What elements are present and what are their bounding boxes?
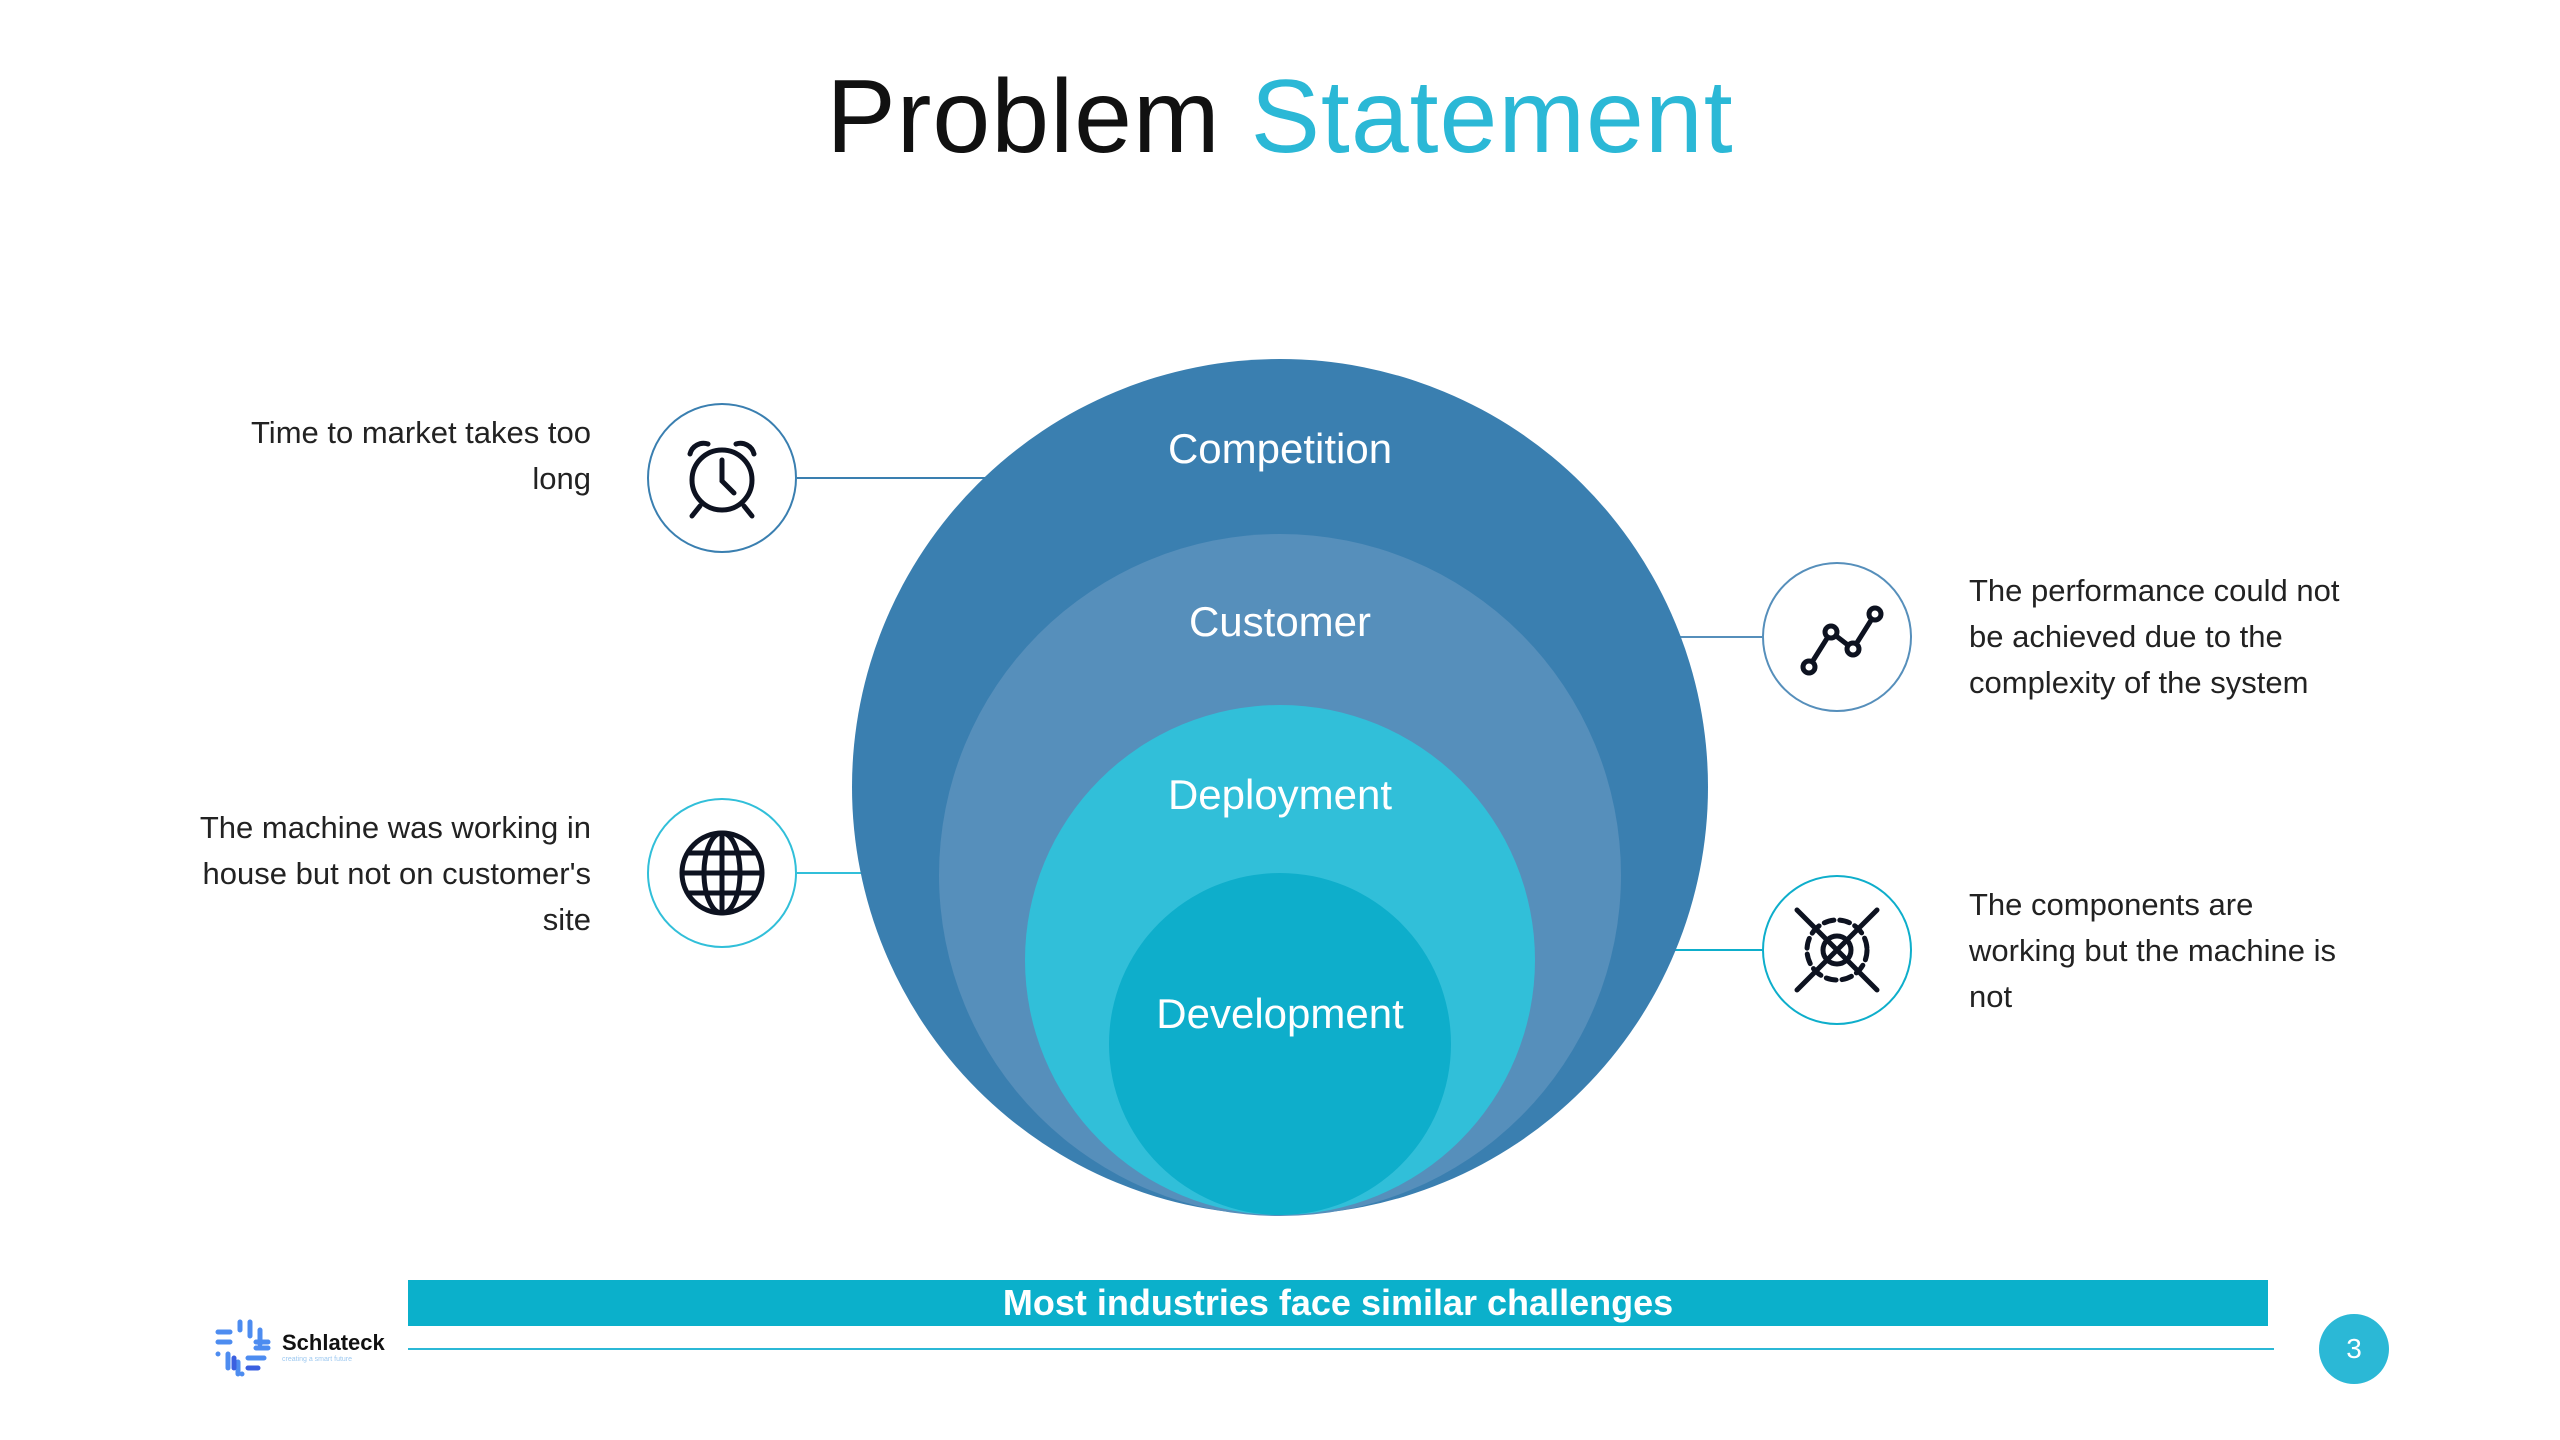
title-part2: Statement — [1250, 59, 1734, 175]
line-chart-icon — [1762, 562, 1912, 712]
logo-name: Schlateck — [282, 1330, 385, 1355]
layer-label-customer: Customer — [1188, 598, 1372, 645]
gear-crossed-icon — [1762, 875, 1912, 1025]
logo-tagline: creating a smart future — [282, 1356, 353, 1363]
footer-divider — [408, 1348, 2274, 1350]
page-number: 3 — [2319, 1314, 2389, 1384]
slide-title: Problem Statement — [0, 58, 2560, 177]
alarm-clock-icon — [647, 403, 797, 553]
layer-label-deployment: Deployment — [1167, 771, 1393, 818]
title-part1: Problem — [826, 59, 1221, 175]
logo-mark-icon — [215, 1319, 271, 1377]
circle-development — [1109, 873, 1451, 1215]
connector-line — [797, 477, 993, 479]
summary-banner: Most industries face similar challenges — [408, 1280, 2268, 1326]
company-logo: Schlateck creating a smart future — [212, 1318, 412, 1378]
globe-icon — [647, 798, 797, 948]
layer-label-competition: Competition — [1167, 425, 1393, 472]
layer-label-development: Development — [1156, 990, 1404, 1037]
